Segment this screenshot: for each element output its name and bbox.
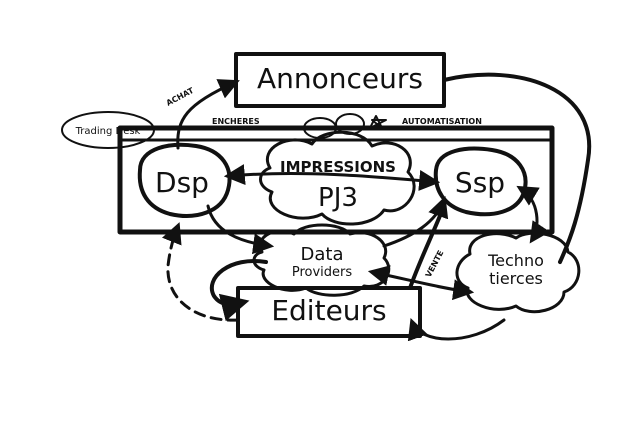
annonceurs-label: Annonceurs: [257, 62, 423, 95]
data-techno-connector: [367, 265, 475, 301]
dsp-node: Dsp: [137, 142, 232, 218]
annonceurs-node: Annonceurs: [234, 52, 446, 108]
data-providers-label-line2: Providers: [292, 265, 353, 280]
vente-label: VENTE: [424, 249, 446, 279]
trading-desk-ellipse: [61, 111, 155, 149]
data-editeurs-connector: [210, 259, 268, 322]
editeurs-techno-connector: [407, 318, 506, 342]
trading-desk-node: Trading Desk: [61, 111, 155, 149]
data-providers-label-line1: Data: [301, 244, 344, 265]
data-providers-node: Data Providers: [252, 223, 391, 297]
editeurs-label: Editeurs: [271, 294, 386, 327]
techno-tierces-label-line2: tierces: [489, 269, 543, 288]
star-icon: [369, 115, 387, 129]
achat-label: ACHAT: [165, 86, 196, 108]
ssp-node: Ssp: [433, 146, 528, 217]
annonceurs-techno-connector: [442, 72, 592, 264]
dsp-label: Dsp: [155, 166, 209, 199]
dsp-data-connector: [206, 204, 275, 255]
trading-desk-label: Trading Desk: [75, 126, 141, 137]
ssp-label: Ssp: [455, 166, 505, 199]
techno-tierces-label-line1: Techno: [487, 251, 544, 270]
encheres-label: ENCHERES: [212, 117, 260, 126]
automatisation-label: AUTOMATISATION: [402, 117, 482, 126]
impressions-cloud: [259, 130, 416, 226]
pj3-label: PJ3: [318, 183, 358, 213]
techno-tierces-node: Techno tierces: [455, 231, 581, 314]
data-ssp-connector: [382, 196, 449, 248]
editeurs-dsp-dashed-connector: [162, 222, 240, 322]
editeurs-node: Editeurs: [236, 286, 422, 338]
achat-connector: [176, 79, 240, 150]
ssp-techno-connector: [516, 185, 551, 244]
dsp-ssp-connector: [223, 164, 441, 191]
